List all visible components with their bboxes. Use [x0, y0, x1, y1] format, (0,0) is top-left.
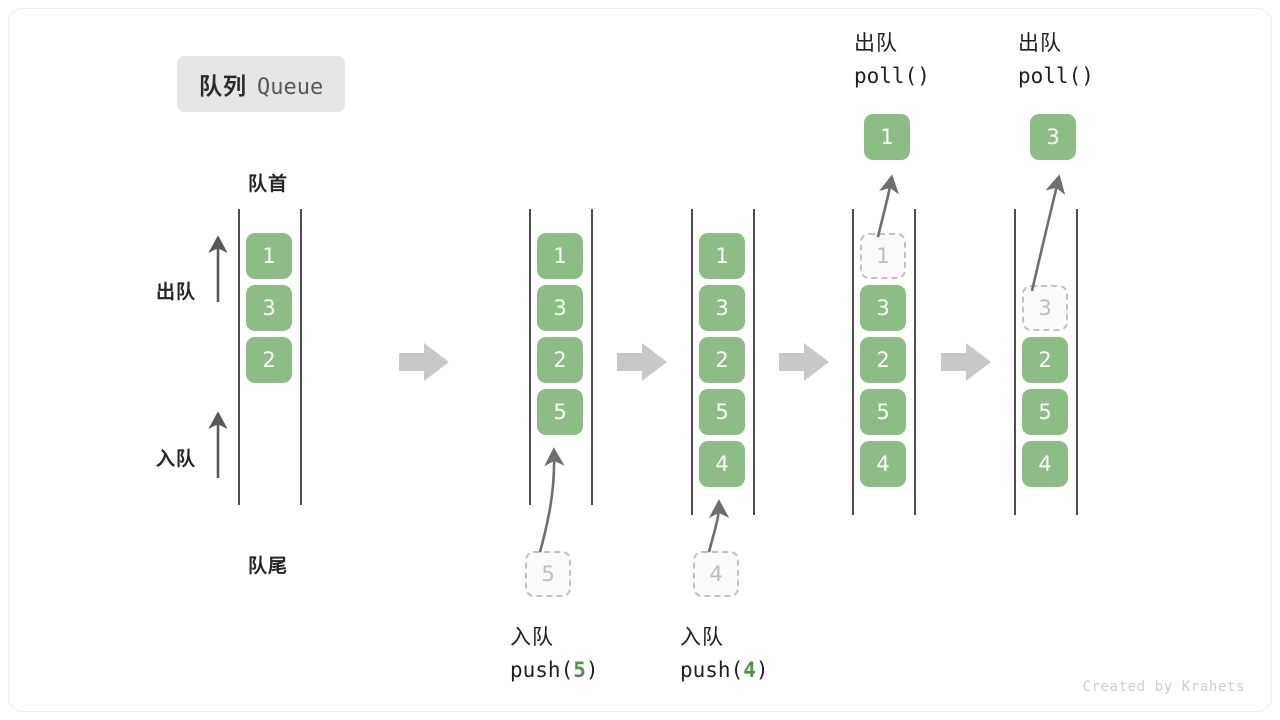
queue-slot: 2 — [246, 337, 292, 383]
incoming-ghost-box: 5 — [525, 551, 571, 597]
queue-slot-new: 4 — [699, 441, 745, 487]
enqueue-direction-label: 入队 — [156, 448, 197, 470]
operation-cn: 出队 — [854, 31, 898, 55]
queue-slot: 2 — [1022, 337, 1068, 383]
queue-head-label: 队首 — [248, 173, 289, 195]
push-4-arrow — [707, 499, 730, 553]
queue-rail-left — [529, 209, 531, 505]
operation-label-push-5: 入队 push(5) — [510, 621, 599, 686]
operation-code: poll() — [1018, 63, 1094, 88]
queue-slot: 2 — [860, 337, 906, 383]
operation-arg: 4 — [743, 657, 756, 682]
queue-slot: 3 — [699, 285, 745, 331]
diagram-title-badge: 队列 Queue — [177, 56, 346, 112]
title-en: Queue — [257, 75, 324, 100]
operation-code: poll() — [854, 63, 930, 88]
queue-rail-right — [753, 209, 755, 515]
queue-slot: 4 — [1022, 441, 1068, 487]
push-5-arrow — [538, 447, 565, 553]
queue-rail-left — [238, 209, 240, 505]
queue-rail-right — [300, 209, 302, 505]
title-cn: 队列 — [199, 74, 247, 100]
queue-slot: 3 — [537, 285, 583, 331]
queue-rail-right — [591, 209, 593, 505]
operation-code: push(4) — [680, 657, 769, 682]
queue-slot: 1 — [699, 233, 745, 279]
watermark: Created by Krahets — [1082, 679, 1245, 695]
queue-tail-label: 队尾 — [248, 555, 289, 577]
operation-cn: 出队 — [1018, 31, 1062, 55]
flow-arrow-2 — [617, 343, 667, 381]
diagram-card: 队列 Queue 队首 队尾 出队 入队 1 3 2 1 3 2 5 5 入队 … — [8, 8, 1272, 712]
queue-slot: 1 — [537, 233, 583, 279]
operation-label-push-4: 入队 push(4) — [680, 621, 769, 686]
queue-rail-left — [1014, 209, 1016, 515]
operation-cn: 入队 — [510, 625, 554, 649]
queue-slot: 3 — [246, 285, 292, 331]
incoming-ghost-box: 4 — [693, 551, 739, 597]
queue-slot: 1 — [246, 233, 292, 279]
operation-cn: 入队 — [680, 625, 724, 649]
flow-arrow-4 — [941, 343, 991, 381]
queue-slot: 2 — [699, 337, 745, 383]
queue-rail-left — [852, 209, 854, 515]
queue-slot-removed: 3 — [1022, 285, 1068, 331]
queue-rail-right — [914, 209, 916, 515]
polled-result-box: 3 — [1030, 114, 1076, 160]
queue-rail-right — [1076, 209, 1078, 515]
queue-slot: 5 — [699, 389, 745, 435]
dequeue-direction-label: 出队 — [156, 281, 197, 303]
operation-label-poll-3: 出队 poll() — [1018, 27, 1094, 92]
flow-arrow-1 — [399, 343, 449, 381]
queue-slot: 2 — [537, 337, 583, 383]
queue-slot: 3 — [860, 285, 906, 331]
queue-slot-new: 5 — [537, 389, 583, 435]
arrow-overlay — [208, 174, 1066, 553]
flow-arrow-3 — [779, 343, 829, 381]
operation-label-poll-1: 出队 poll() — [854, 27, 930, 92]
queue-slot: 5 — [1022, 389, 1068, 435]
operation-code: push(5) — [510, 657, 599, 682]
queue-slot-removed: 1 — [860, 233, 906, 279]
polled-result-box: 1 — [864, 114, 910, 160]
operation-arg: 5 — [573, 657, 586, 682]
queue-slot: 5 — [860, 389, 906, 435]
poll-3-arrow — [1030, 174, 1066, 292]
queue-rail-left — [691, 209, 693, 515]
poll-1-arrow — [876, 174, 900, 238]
queue-slot: 4 — [860, 441, 906, 487]
